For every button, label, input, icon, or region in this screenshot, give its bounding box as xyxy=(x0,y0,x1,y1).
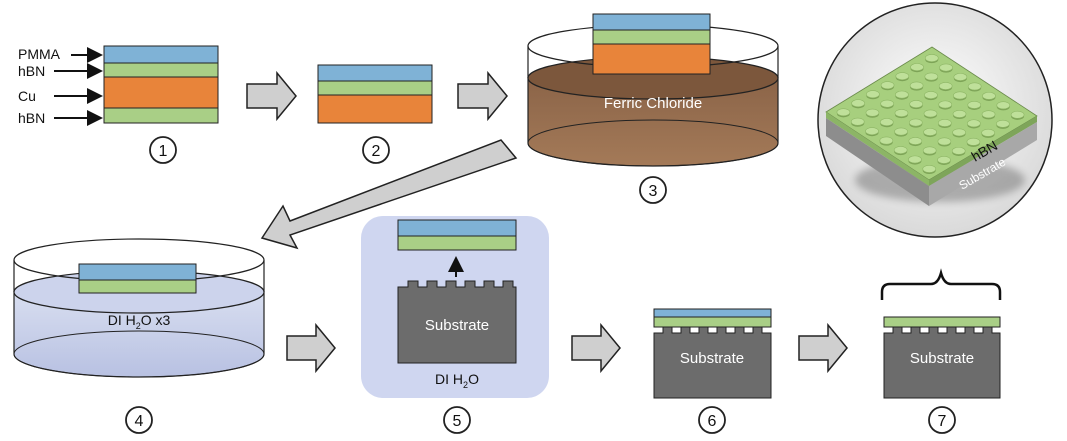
block-arrow-6-7 xyxy=(798,322,848,374)
step-number-4: 4 xyxy=(135,413,144,430)
hbn-bump xyxy=(981,128,995,137)
block-arrow-5-6 xyxy=(571,322,621,374)
hbn-bump xyxy=(865,108,880,117)
label-pmma: PMMA xyxy=(18,46,61,62)
hbn-bump xyxy=(880,81,895,90)
step-4-beaker: DI H2O x3 xyxy=(13,238,265,378)
hbn-bump xyxy=(924,72,939,81)
inset-magnified-view: hBN Substrate xyxy=(817,2,1053,238)
step-7-substrate-label: Substrate xyxy=(910,350,974,367)
step-7-stack: Substrate xyxy=(880,268,1002,399)
step-number-6: 6 xyxy=(708,413,717,430)
hbn-bump xyxy=(938,119,952,127)
step-numbers: 1 2 3 4 5 6 7 xyxy=(125,136,956,434)
step-2-stack xyxy=(317,64,433,124)
step-6-pmma xyxy=(653,308,772,318)
step-7-hbn xyxy=(883,316,1001,328)
hbn-bump xyxy=(952,128,966,137)
hbn-bump xyxy=(879,118,894,127)
layer-labels: PMMA hBN Cu hBN xyxy=(18,46,103,126)
hbn-bump xyxy=(895,90,909,99)
inset-substrate-block: hBN Substrate xyxy=(825,46,1038,206)
ferric-chloride-label: Ferric Chloride xyxy=(604,95,702,112)
hbn-bump xyxy=(909,100,923,108)
step-number-1: 1 xyxy=(159,143,168,160)
hbn-bump xyxy=(937,137,952,146)
block-arrow-4-5 xyxy=(286,322,336,374)
hbn-bump xyxy=(851,99,865,108)
hbn-bump xyxy=(924,54,939,62)
hbn-bump xyxy=(923,109,938,118)
patterned-substrate xyxy=(397,280,517,364)
hbn-bump xyxy=(866,90,880,99)
hbn-bump xyxy=(908,155,922,164)
hbn-bump xyxy=(996,101,1011,110)
hbn-bump xyxy=(966,137,981,146)
hbn-bump xyxy=(922,146,937,155)
hbn-bump xyxy=(967,82,982,91)
hbn-bump xyxy=(937,155,951,164)
block-arrow-1-2 xyxy=(246,70,297,122)
curly-brace xyxy=(880,268,1002,300)
hbn-bumps xyxy=(836,54,1025,175)
hbn-bump xyxy=(908,118,923,127)
hbn-bump xyxy=(893,146,908,154)
step-6-substrate-label: Substrate xyxy=(680,350,744,367)
step-1-stack xyxy=(103,45,219,124)
step-number-2: 2 xyxy=(372,143,381,160)
hbn-bump xyxy=(996,119,1010,128)
hbn-bump xyxy=(982,91,996,100)
label-hbn-top: hBN xyxy=(18,63,45,79)
hbn-bump xyxy=(909,81,924,90)
hbn-bump xyxy=(1010,110,1025,119)
step-number-7: 7 xyxy=(938,413,947,430)
step-5-substrate-label: Substrate xyxy=(425,317,489,334)
hbn-bump xyxy=(953,73,968,81)
di-water-label: DI H2O xyxy=(435,371,479,390)
block-arrow-3-4 xyxy=(260,139,518,250)
step-3-beaker: Ferric Chloride xyxy=(527,13,779,167)
hbn-bump xyxy=(850,117,865,126)
hbn-bump xyxy=(910,63,924,72)
hbn-bump xyxy=(981,110,996,119)
hbn-bump xyxy=(967,100,982,109)
label-hbn-bottom: hBN xyxy=(18,110,45,126)
hbn-bump xyxy=(924,91,938,99)
hbn-bump xyxy=(951,146,966,155)
hbn-bump xyxy=(953,91,967,100)
step-5-transfer: Substrate DI H2O xyxy=(361,216,549,398)
hbn-bump xyxy=(879,136,894,145)
hbn-bump xyxy=(952,110,967,118)
hbn-bump xyxy=(894,109,909,117)
hbn-bump xyxy=(923,128,937,136)
block-arrow-2-3 xyxy=(457,70,508,122)
hbn-bump xyxy=(922,165,937,173)
step-number-5: 5 xyxy=(453,413,462,430)
di-water-x3-label: DI H2O x3 xyxy=(108,312,171,331)
hbn-bump xyxy=(967,119,981,128)
hbn-bump xyxy=(836,108,851,117)
hbn-bump xyxy=(894,127,908,136)
hbn-bump xyxy=(895,72,910,81)
hbn-bump xyxy=(908,137,923,145)
hbn-bump xyxy=(880,99,894,108)
step-number-3: 3 xyxy=(649,183,658,200)
hbn-bump xyxy=(938,82,953,90)
hbn-bump xyxy=(865,127,879,136)
step-6-hbn xyxy=(653,316,772,328)
step-6-stack: Substrate xyxy=(653,308,772,399)
label-cu: Cu xyxy=(18,88,36,104)
hbn-bump xyxy=(939,63,953,72)
hbn-bump xyxy=(938,100,953,109)
